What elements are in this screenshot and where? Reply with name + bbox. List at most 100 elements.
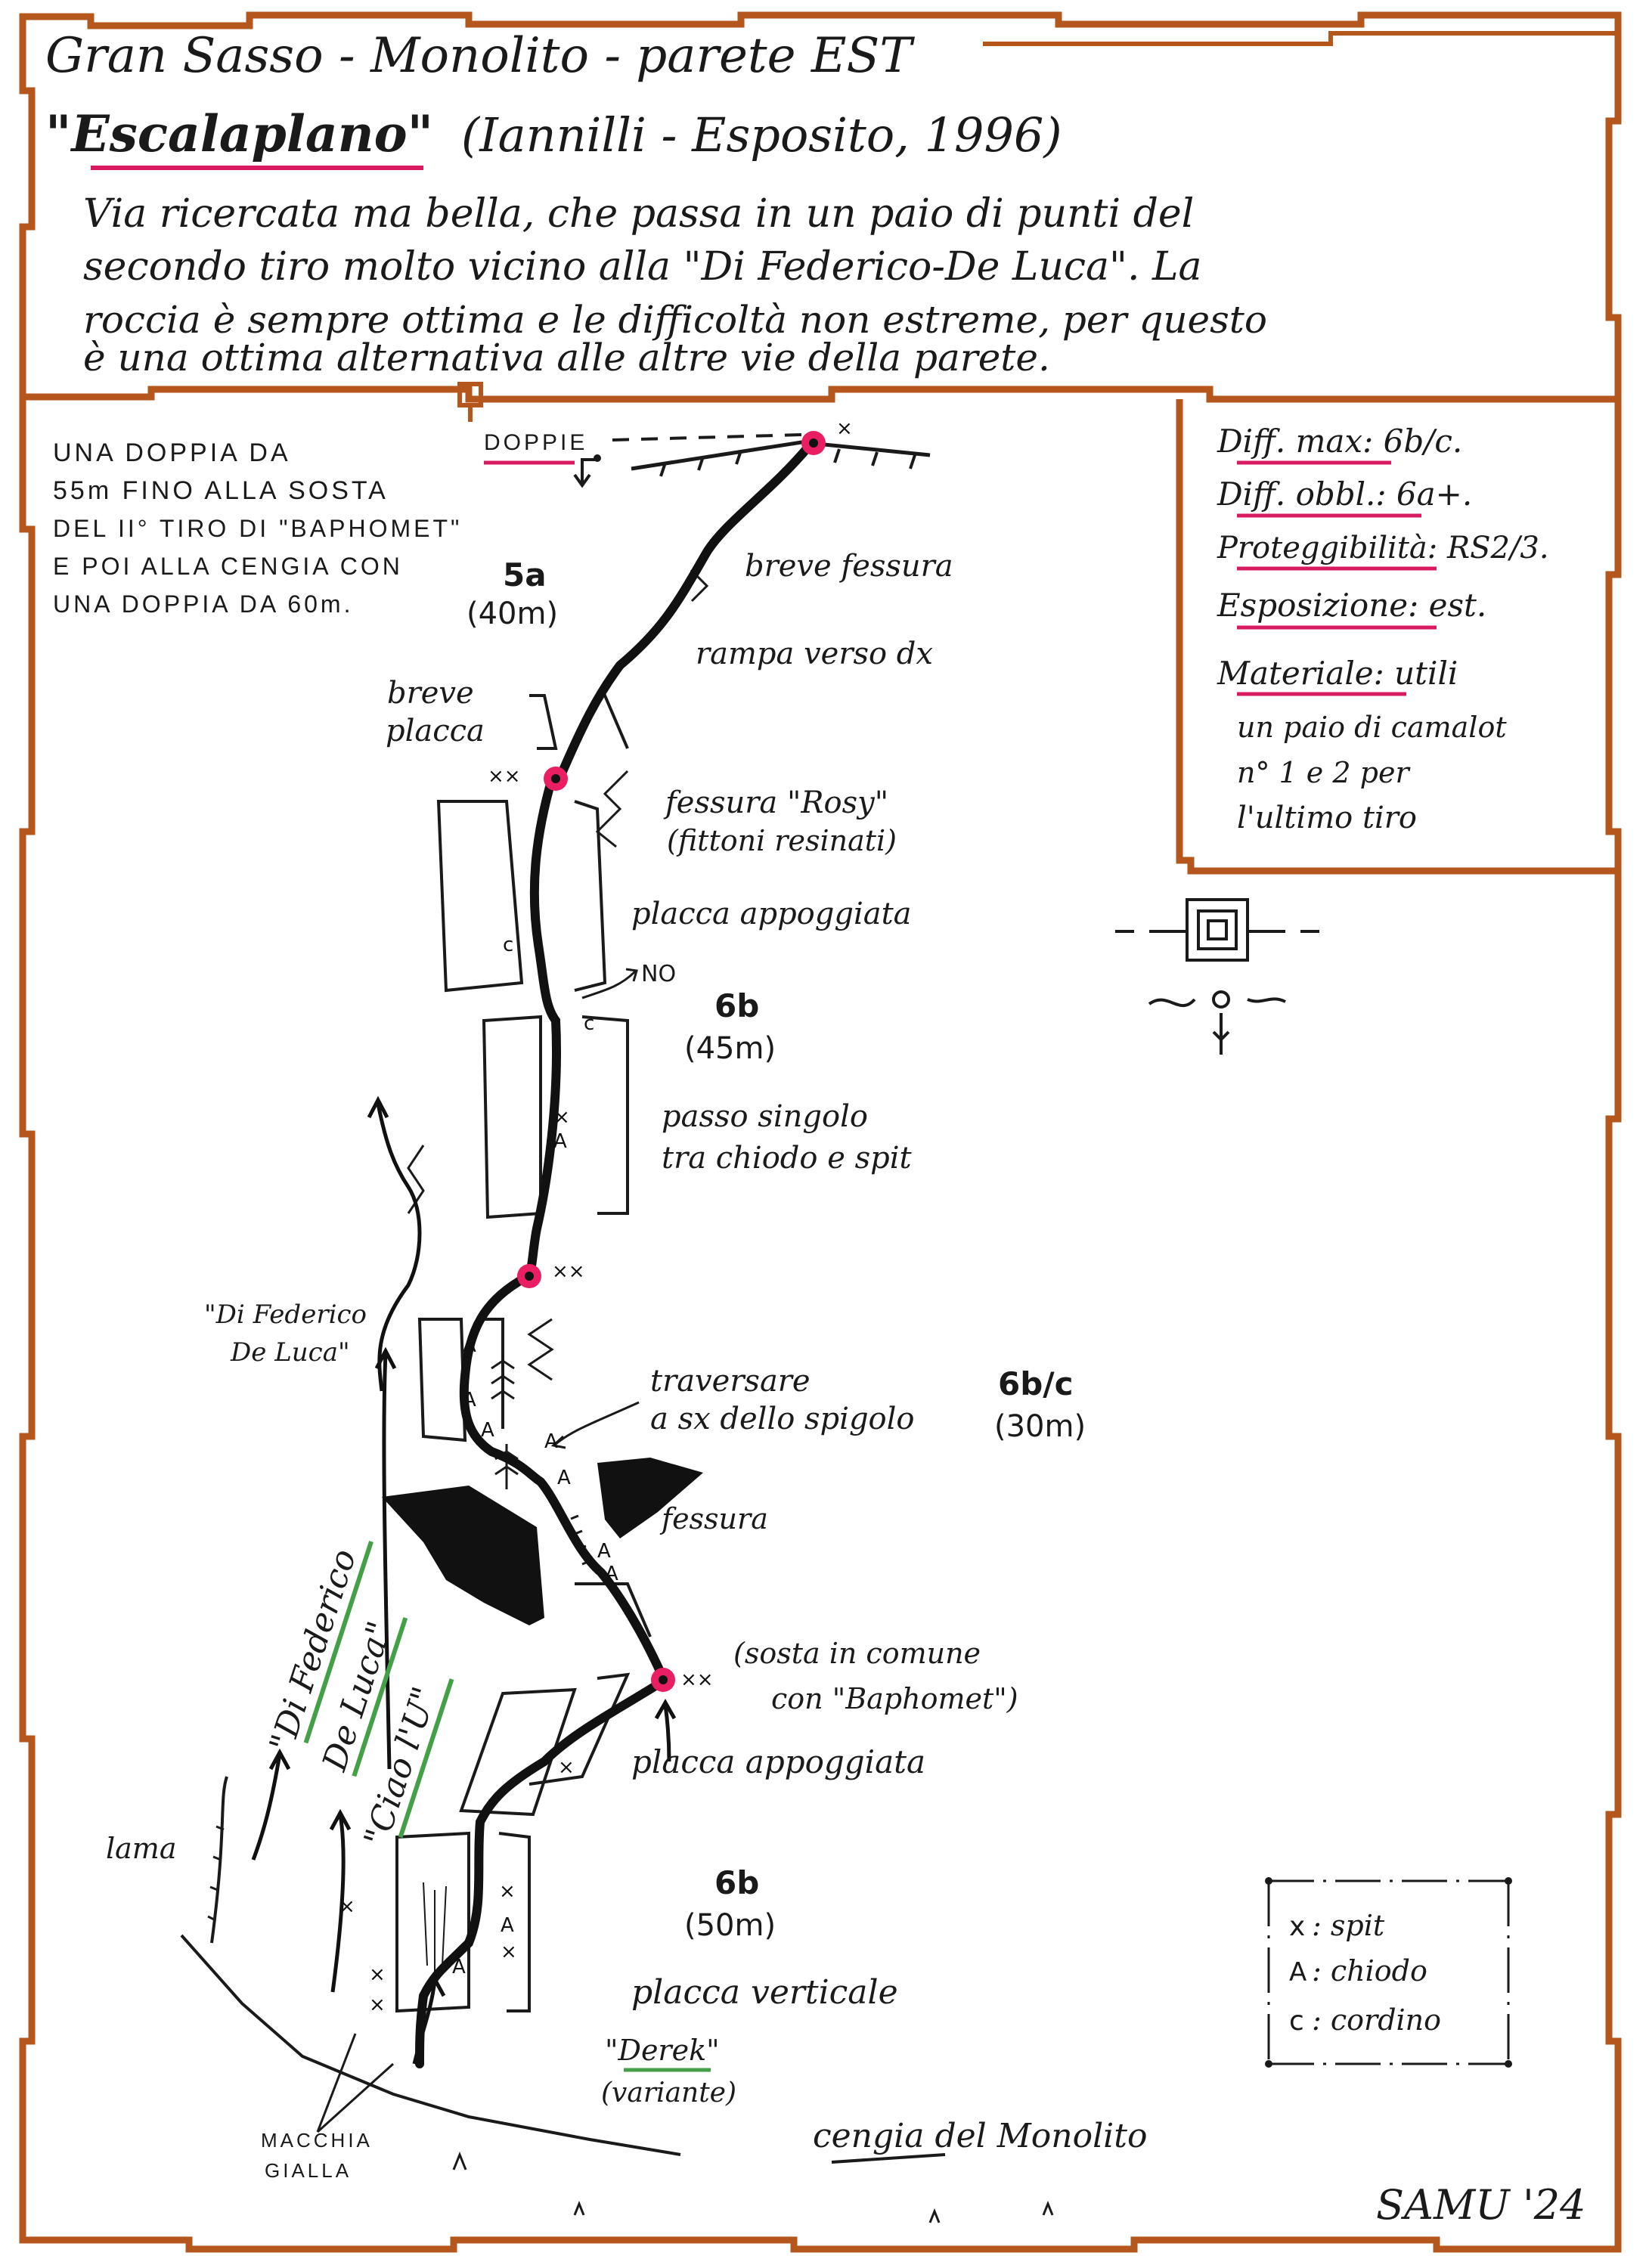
route-variants [251,1095,677,2065]
rock-features [180,440,1054,2223]
label-lama: lama [106,1832,177,1865]
label-fittoni: (fittoni resinati) [667,824,897,857]
pitch-1-length: (40m) [466,596,558,631]
label-di-federico-upper-1: "Di Federico [204,1300,367,1330]
descent-line-2: 55m FINO ALLA SOSTA [53,476,389,505]
description-line-1: Via ricercata ma bella, che passa in un … [83,191,1194,237]
label-derek: "Derek" [605,2034,720,2067]
belay-icon [801,431,826,455]
svg-text:××: ×× [680,1668,714,1691]
info-materiale-extra-1: un paio di camalot [1237,711,1507,744]
info-materiale-extra-3: l'ultimo tiro [1237,801,1417,835]
svg-text:c: c [584,1012,594,1035]
svg-text:A: A [501,1914,514,1937]
label-variante: (variante) [601,2077,736,2108]
frame-knot-decoration [1115,898,1319,1055]
description-line-2: secondo tiro molto vicino alla "Di Feder… [83,244,1202,290]
svg-text:×: × [369,1994,386,2016]
pitch-1-note-1: breve fessura [745,549,953,584]
descent-line-5: UNA DOPPIA DA 60m. [53,590,353,618]
dark-rock-right [597,1458,703,1538]
pitch-3-note-2: a sx dello spigolo [650,1402,915,1436]
label-fessura-rosy: fessura "Rosy" [663,785,888,820]
legend-spit-symbol: x [1289,1911,1305,1942]
rappel-dashed-line [612,433,802,442]
top-ridge [631,440,931,471]
page-title: Gran Sasso - Monolito - parete EST [45,28,915,84]
legend-cordino-symbol: c [1289,2006,1304,2037]
svg-text:A: A [605,1563,618,1585]
svg-text:A: A [463,1334,476,1357]
label-placca: placca [386,714,485,748]
description-line-3: roccia è sempre ottima e le difficoltà n… [83,298,1267,342]
svg-text:c: c [503,934,513,956]
pitch-labels: 5a (40m) breve fessura rampa verso dx 6b… [466,549,1086,2012]
info-box: Diff. max: 6b/c. Diff. obbl.: 6a+. Prote… [1217,423,1549,835]
pitch-3-note-1: traversare [650,1364,811,1399]
svg-text:A: A [553,1130,567,1153]
dark-rock-left [382,1486,544,1625]
decorative-frame [19,11,1622,2253]
descent-line-4: E POI ALLA CENGIA CON [53,553,403,580]
protection-marks: × ×× ×× ×× c c × A A A A A A A A × × × ×… [339,417,853,2016]
label-sosta-1: (sosta in comune [733,1637,981,1670]
legend-cordino-text: : cordino [1312,2003,1441,2037]
legend: x : spit A : chiodo c : cordino [1265,1877,1512,2068]
belay-icon [544,767,568,791]
doppie-label: DOPPIE [484,430,587,455]
svg-text:A: A [597,1540,611,1563]
info-proteggibilita: Proteggibilità: RS2/3. [1217,531,1549,565]
svg-text:A: A [481,1419,494,1442]
svg-text:×: × [369,1963,386,1986]
legend-spit-text: : spit [1312,1909,1385,1942]
label-breve: breve [387,676,474,711]
descent-line-1: UNA DOPPIA DA [53,438,291,467]
svg-text:A: A [557,1467,571,1489]
pitch-4-length: (50m) [684,1908,776,1943]
svg-text:××: ×× [552,1260,585,1283]
svg-text:××: ×× [488,765,521,788]
pitch-3-length: (30m) [994,1409,1086,1444]
belay-icon [517,1264,541,1288]
label-fessura: fessura [659,1502,768,1535]
svg-text:×: × [558,1756,575,1779]
pitch-4-grade: 6b [714,1864,759,1901]
belay-icon [651,1668,675,1692]
ground-cengia [180,1934,681,2156]
info-materiale: Materiale: utili [1217,655,1458,692]
svg-text:A: A [452,1956,466,1978]
header: Gran Sasso - Monolito - parete EST "Esca… [45,28,1267,380]
svg-text:×: × [501,1941,517,1963]
svg-text:A: A [544,1430,558,1453]
label-macchia: MACCHIA [261,2129,373,2152]
pitch-2-note-1: passo singolo [662,1099,868,1134]
svg-text:×: × [553,1106,570,1129]
route-name: "Escalaplano" [45,104,433,163]
info-diff-obbl: Diff. obbl.: 6a+. [1217,476,1472,513]
pitch-2-note-2: tra chiodo e spit [662,1141,913,1176]
pitch-1-note-2: rampa verso dx [696,637,933,671]
label-placca-appoggiata-2: placca appoggiata [631,1743,925,1780]
label-di-federico-upper-2: De Luca" [230,1337,350,1368]
info-diff-max: Diff. max: 6b/c. [1217,423,1462,460]
svg-text:×: × [499,1880,516,1903]
rappel-arrow-icon [573,458,597,488]
svg-text:×: × [339,1895,355,1918]
signature: SAMU '24 [1376,2181,1586,2229]
label-sosta-2: con "Baphomet") [771,1682,1018,1715]
svg-text:×: × [836,417,853,440]
route-main [415,442,814,2068]
legend-chiodo-text: : chiodo [1312,1954,1427,1988]
pitch-2-length: (45m) [684,1031,776,1066]
pitch-4-note-1: placca verticale [631,1973,898,2012]
legend-chiodo-symbol: A [1289,1957,1306,1988]
pitch-1-grade: 5a [503,556,547,593]
description-line-4: è una ottima alternativa alle altre vie … [83,336,1050,380]
pitch-3-grade: 6b/c [998,1365,1074,1402]
label-gialla: GIALLA [265,2159,352,2182]
label-cengia: cengia del Monolito [813,2117,1147,2155]
rappel-point-icon [594,454,601,462]
descent-note: UNA DOPPIA DA 55m FINO ALLA SOSTA DEL II… [53,430,802,618]
descent-line-3: DEL II° TIRO DI "BAPHOMET" [53,515,462,542]
